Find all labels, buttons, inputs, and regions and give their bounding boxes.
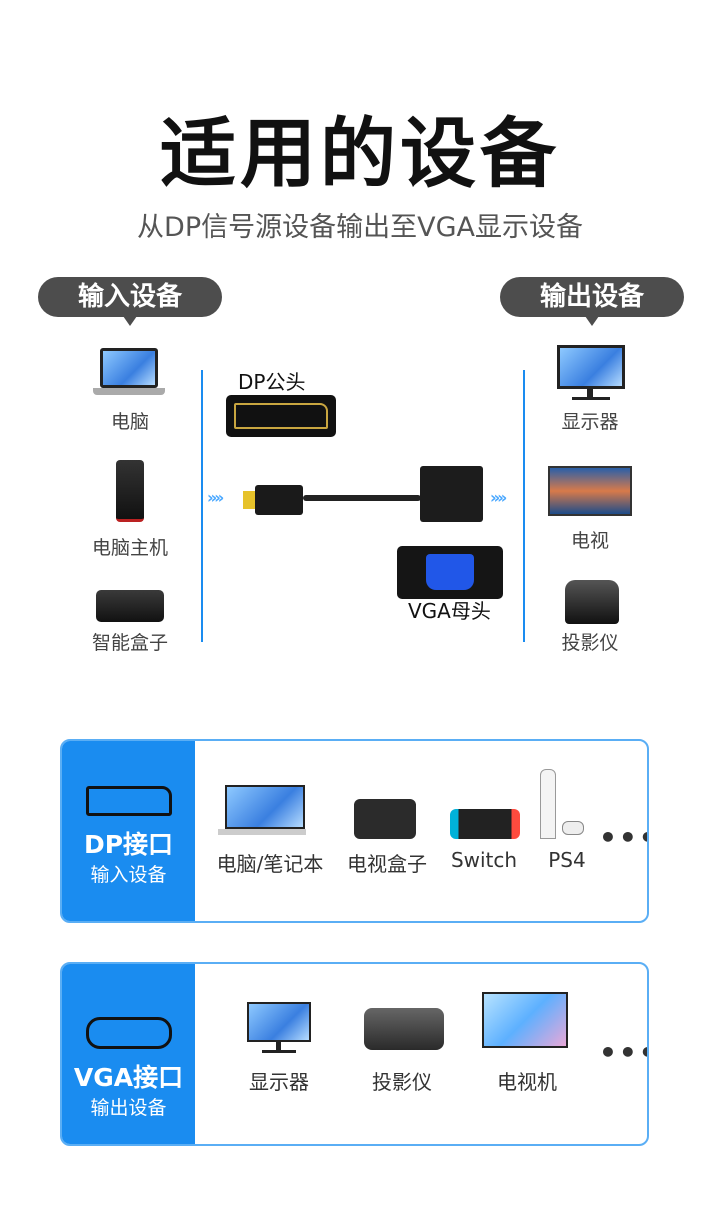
arrow-right-icon: ›››› — [207, 488, 224, 507]
device-label: 投影仪 — [561, 632, 619, 654]
tv-icon — [548, 466, 632, 516]
dp-plug-icon — [255, 485, 303, 515]
controller-icon — [562, 821, 584, 835]
vga-card-side: VGA接口 输出设备 — [62, 964, 195, 1144]
smart-box-icon — [96, 590, 164, 622]
vga-female-label: VGA母头 — [408, 599, 491, 623]
dp-card-title: DP接口 — [83, 830, 174, 859]
monitor-base — [262, 1050, 296, 1053]
device-label: 电脑 — [110, 411, 149, 433]
monitor-icon — [557, 345, 625, 389]
dp-connector-icon — [226, 395, 336, 437]
vga-connector-icon — [397, 546, 503, 599]
desktop-tower-icon — [116, 460, 144, 522]
more-indicator: ••• — [599, 1036, 647, 1069]
laptop-base — [93, 388, 165, 395]
projector-icon — [565, 580, 619, 624]
monitor-stand — [587, 389, 593, 398]
device-label: 显示器 — [561, 411, 619, 433]
laptop-base — [218, 829, 306, 835]
dp-male-label: DP公头 — [238, 370, 306, 394]
more-indicator: ••• — [599, 821, 647, 854]
output-devices-pill: 输出设备 — [500, 277, 684, 326]
ps4-console-icon — [540, 769, 556, 839]
device-label: 电脑/笔记本 — [216, 852, 324, 876]
device-label: PS4 — [548, 848, 586, 872]
monitor-base — [572, 397, 610, 400]
switch-icon — [450, 809, 520, 839]
device-label: 智能盒子 — [91, 632, 168, 654]
device-label: 投影仪 — [372, 1070, 432, 1094]
device-label: 电脑主机 — [91, 537, 168, 559]
cable — [303, 495, 421, 501]
dp-plug-tip — [243, 491, 255, 509]
laptop-icon — [100, 348, 158, 388]
tv-box-icon — [354, 799, 416, 839]
dp-port-icon — [86, 786, 172, 816]
vga-card-subtitle: 输出设备 — [90, 1097, 167, 1119]
tv-icon — [482, 992, 568, 1048]
device-label: 显示器 — [249, 1070, 309, 1094]
vga-output-card: VGA接口 输出设备 显示器 投影仪 电视机 ••• — [60, 962, 649, 1146]
input-devices-pill: 输入设备 — [38, 277, 222, 326]
device-label: 电视盒子 — [347, 852, 427, 876]
page-title: 适用的设备 — [160, 109, 560, 198]
arrow-right-icon: ›››› — [490, 488, 507, 507]
laptop-icon — [225, 785, 305, 829]
divider-line — [201, 370, 203, 642]
divider-line — [523, 370, 525, 642]
dp-input-card: DP接口 输入设备 电脑/笔记本 电视盒子 Switch PS4 ••• — [60, 739, 649, 923]
vga-port-icon — [86, 1017, 172, 1049]
dp-card-side: DP接口 输入设备 — [62, 741, 195, 921]
monitor-stand — [276, 1042, 281, 1050]
monitor-icon — [247, 1002, 311, 1042]
device-label: Switch — [450, 848, 518, 872]
page-subtitle: 从DP信号源设备输出至VGA显示设备 — [137, 212, 583, 243]
vga-adapter-body — [420, 466, 483, 522]
device-label: 电视机 — [497, 1070, 557, 1094]
device-label: 电视 — [570, 530, 609, 552]
dp-card-subtitle: 输入设备 — [90, 864, 167, 886]
vga-card-title: VGA接口 — [73, 1063, 184, 1092]
projector-icon — [364, 1008, 444, 1050]
